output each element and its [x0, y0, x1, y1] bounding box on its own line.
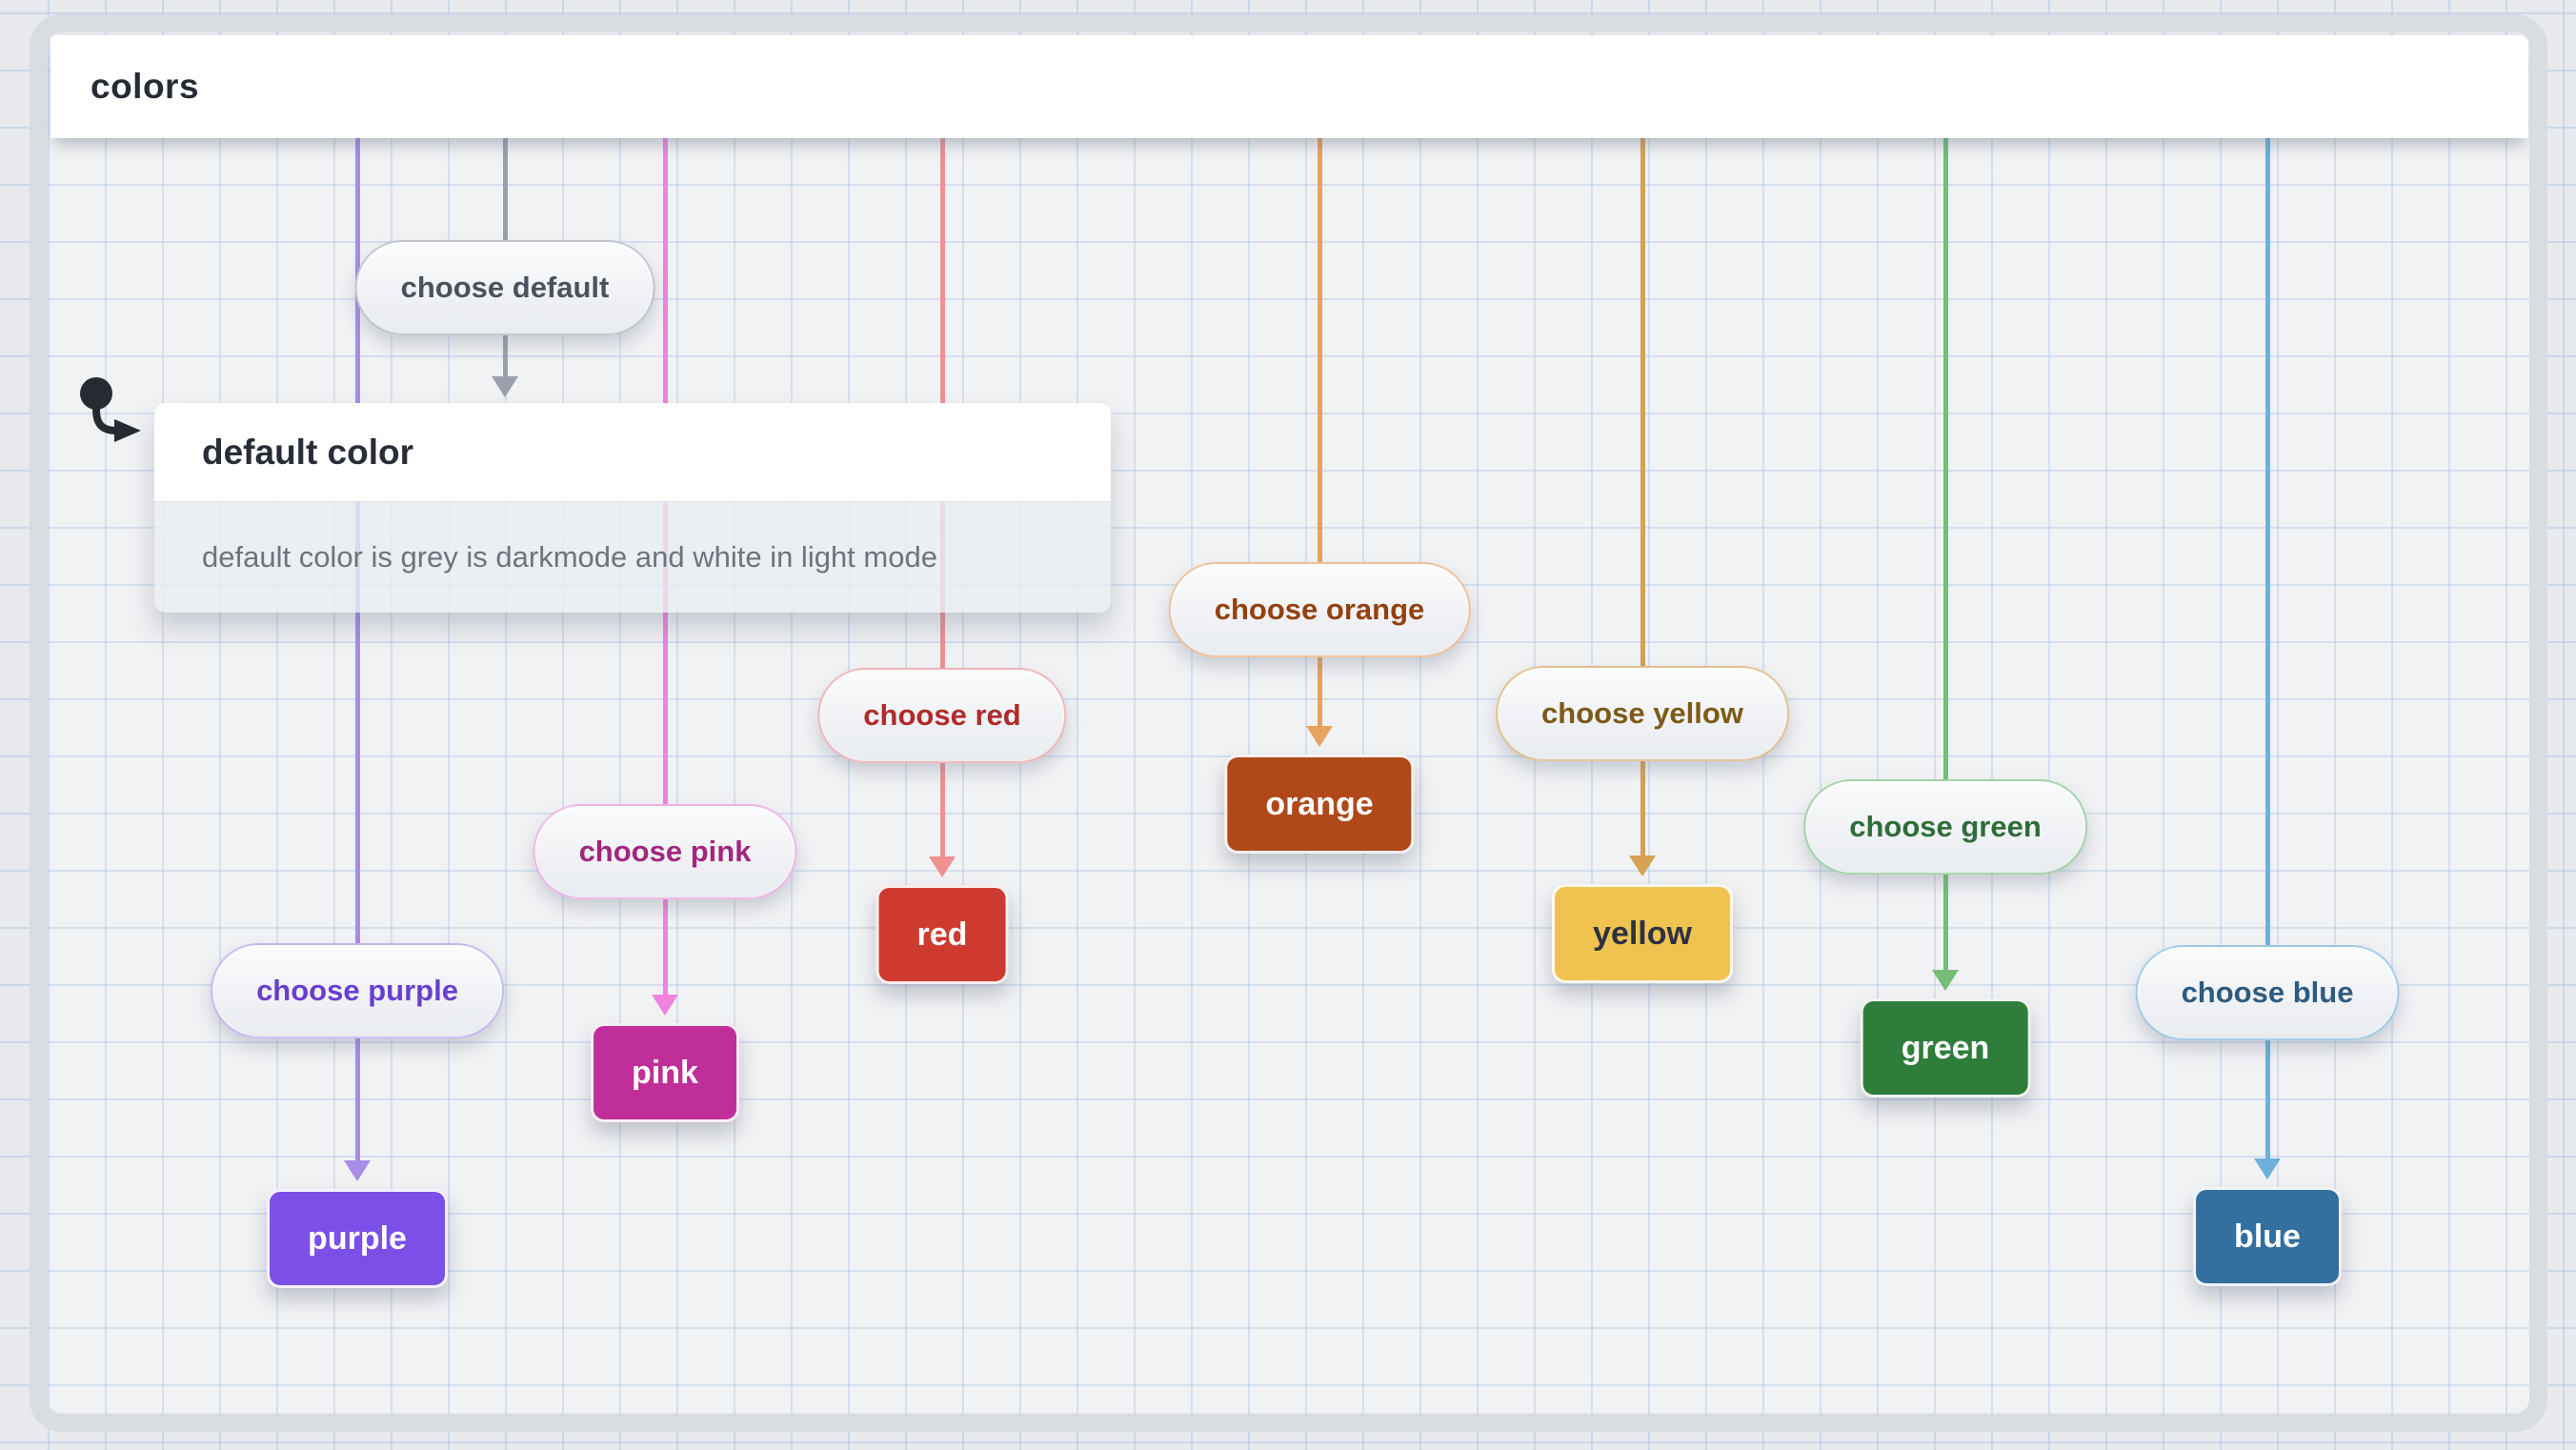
- color-node-green[interactable]: green: [1860, 998, 2031, 1098]
- color-node-label-green: green: [1901, 1029, 1990, 1066]
- arrowhead-icon-green: [1932, 970, 1959, 991]
- choice-pill-green[interactable]: choose green: [1803, 779, 2087, 875]
- edge-line-purple: [354, 138, 360, 1164]
- arrowhead-icon-default: [492, 376, 518, 397]
- choice-pill-purple[interactable]: choose purple: [211, 943, 504, 1038]
- color-node-label-purple: purple: [308, 1219, 407, 1257]
- edge-line-yellow: [1640, 138, 1645, 859]
- color-node-purple[interactable]: purple: [267, 1189, 448, 1288]
- diagram-title: colors: [91, 67, 200, 106]
- choice-pill-orange[interactable]: choose orange: [1168, 562, 1471, 657]
- color-node-pink[interactable]: pink: [591, 1023, 739, 1122]
- color-node-red[interactable]: red: [875, 885, 1009, 984]
- choice-pill-label-purple: choose purple: [256, 974, 458, 1007]
- color-node-label-orange: orange: [1265, 785, 1374, 822]
- color-node-yellow[interactable]: yellow: [1552, 884, 1733, 983]
- choice-pill-pink[interactable]: choose pink: [533, 804, 797, 899]
- edge-line-green: [1942, 138, 1948, 974]
- arrowhead-icon-blue: [2254, 1158, 2281, 1179]
- color-node-label-blue: blue: [2234, 1218, 2301, 1255]
- choice-pill-label-orange: choose orange: [1214, 593, 1425, 626]
- choice-pill-default[interactable]: choose default: [354, 240, 655, 335]
- diagram-title-bar[interactable]: colors: [50, 35, 2528, 138]
- choice-pill-label-red: choose red: [863, 698, 1021, 732]
- color-node-label-yellow: yellow: [1593, 915, 1692, 952]
- color-node-label-red: red: [916, 916, 968, 953]
- choice-pill-label-yellow: choose yellow: [1541, 696, 1743, 730]
- choice-pill-label-blue: choose blue: [2181, 976, 2354, 1009]
- note-body-text: default color is grey is darkmode and wh…: [154, 502, 1111, 613]
- color-node-blue[interactable]: blue: [2193, 1187, 2342, 1286]
- choice-pill-label-green: choose green: [1849, 810, 2042, 843]
- choice-pill-label-pink: choose pink: [578, 835, 752, 868]
- edge-line-blue: [2264, 138, 2270, 1162]
- arrowhead-icon-purple: [344, 1160, 371, 1181]
- choice-pill-yellow[interactable]: choose yellow: [1496, 666, 1789, 761]
- choice-pill-blue[interactable]: choose blue: [2135, 945, 2400, 1040]
- choice-pill-label-default: choose default: [400, 271, 610, 304]
- color-node-orange[interactable]: orange: [1224, 755, 1415, 854]
- arrowhead-icon-pink: [652, 995, 678, 1016]
- edge-line-orange: [1317, 138, 1322, 730]
- arrowhead-icon-yellow: [1629, 856, 1656, 876]
- arrowhead-icon-red: [929, 856, 956, 877]
- choice-pill-red[interactable]: choose red: [817, 668, 1067, 763]
- note-title: default color: [154, 403, 1111, 502]
- note-pointer-arrow-icon[interactable]: [57, 370, 152, 455]
- color-node-label-pink: pink: [632, 1054, 698, 1091]
- arrowhead-icon-orange: [1306, 726, 1333, 747]
- note-default-color[interactable]: default color default color is grey is d…: [154, 403, 1111, 613]
